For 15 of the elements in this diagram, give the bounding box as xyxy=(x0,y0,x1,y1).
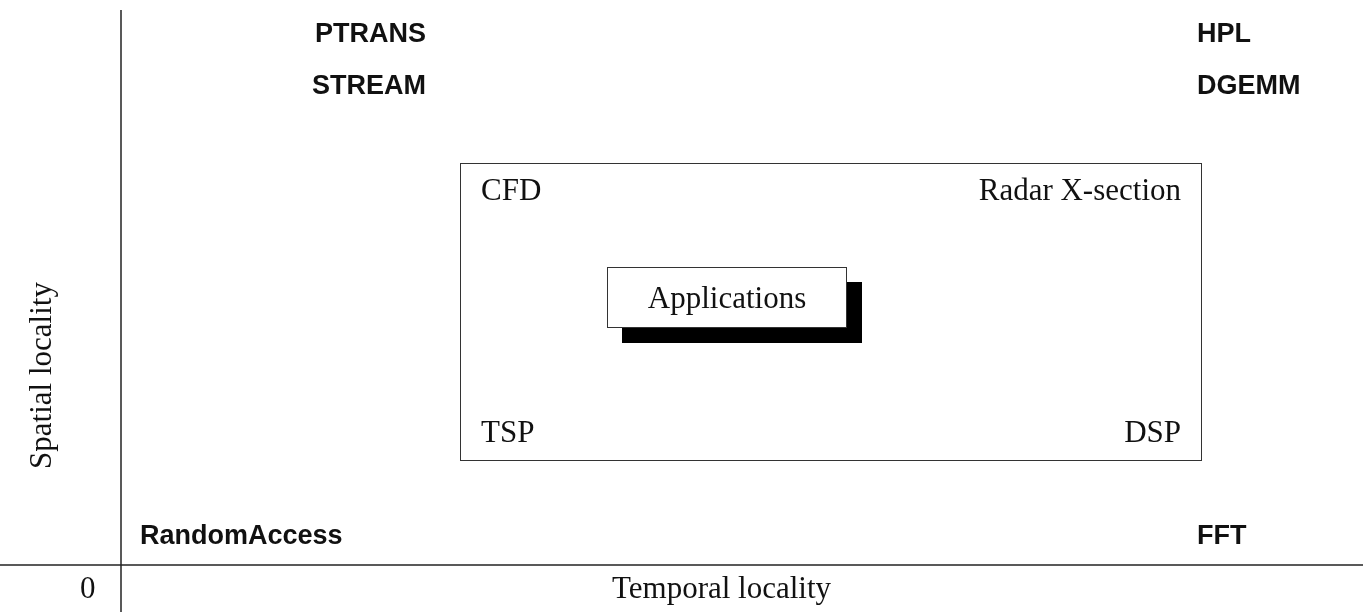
benchmark-label: DGEMM xyxy=(1197,72,1301,99)
benchmark-label: FFT xyxy=(1197,522,1247,549)
item-label: DSP xyxy=(1124,416,1181,447)
origin-label: 0 xyxy=(80,572,96,603)
benchmark-label: RandomAccess xyxy=(140,522,343,549)
benchmark-label: HPL xyxy=(1197,20,1251,47)
benchmark-label: PTRANS xyxy=(315,20,426,47)
item-label: CFD xyxy=(481,174,542,205)
item-label: Radar X-section xyxy=(978,174,1181,205)
group-box xyxy=(460,163,1202,461)
item-label: Applications xyxy=(646,282,808,313)
item-label: TSP xyxy=(481,416,535,447)
axis-title: Spatial locality xyxy=(24,281,56,471)
benchmark-label: STREAM xyxy=(312,72,426,99)
axis-title: Temporal locality xyxy=(612,572,832,603)
